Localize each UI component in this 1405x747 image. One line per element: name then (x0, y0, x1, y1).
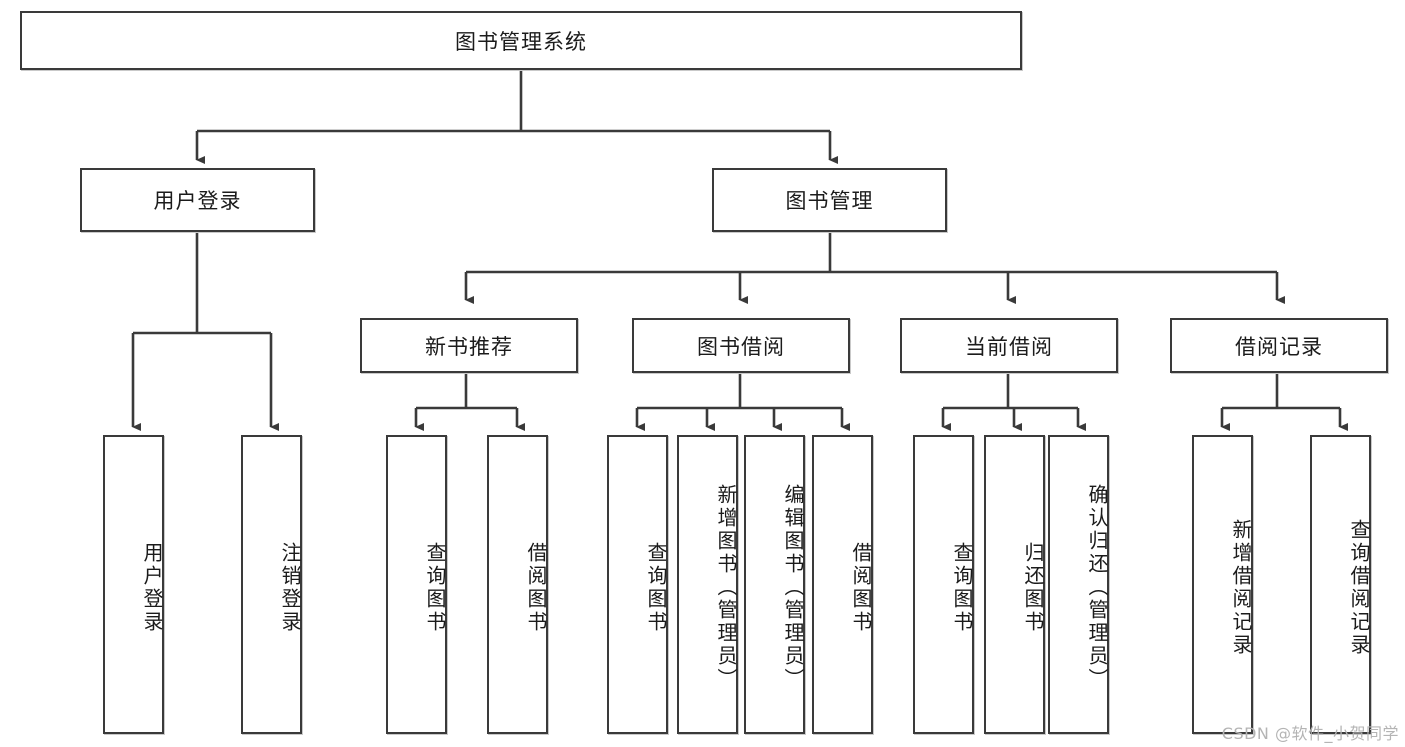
node-book-borrow[interactable]: 图书借阅 (632, 318, 850, 373)
leaf-current-borrow-confirm-return[interactable]: 确认归还（管理员） (1048, 435, 1109, 734)
leaf-label: 新增借阅记录 (1229, 518, 1253, 657)
node-root-system[interactable]: 图书管理系统 (20, 11, 1022, 70)
leaf-label: 查询图书 (644, 541, 668, 634)
leaf-user-login-login[interactable]: 用户登录 (103, 435, 164, 734)
leaf-current-borrow-return[interactable]: 归还图书 (984, 435, 1045, 734)
leaf-new-book-borrow[interactable]: 借阅图书 (487, 435, 548, 734)
leaf-label: 归还图书 (1021, 541, 1045, 634)
leaf-label: 查询借阅记录 (1347, 518, 1371, 657)
leaf-label: 查询图书 (423, 541, 447, 634)
node-current-borrow[interactable]: 当前借阅 (900, 318, 1118, 373)
leaf-label: 查询图书 (950, 541, 974, 634)
node-user-login[interactable]: 用户登录 (80, 168, 315, 232)
leaf-borrow-record-add[interactable]: 新增借阅记录 (1192, 435, 1253, 734)
leaf-user-login-logout[interactable]: 注销登录 (241, 435, 302, 734)
leaf-label: 借阅图书 (849, 541, 873, 634)
leaf-book-borrow-edit[interactable]: 编辑图书（管理员） (744, 435, 805, 734)
leaf-new-book-query[interactable]: 查询图书 (386, 435, 447, 734)
leaf-label: 确认归还（管理员） (1085, 484, 1109, 691)
node-book-management[interactable]: 图书管理 (712, 168, 947, 232)
leaf-label: 用户登录 (140, 541, 164, 634)
leaf-label: 借阅图书 (524, 541, 548, 634)
node-new-book-recommend[interactable]: 新书推荐 (360, 318, 578, 373)
leaf-book-borrow-query[interactable]: 查询图书 (607, 435, 668, 734)
leaf-label: 新增图书（管理员） (714, 484, 738, 691)
leaf-label: 注销登录 (278, 541, 302, 634)
leaf-label: 编辑图书（管理员） (781, 484, 805, 691)
leaf-book-borrow-add[interactable]: 新增图书（管理员） (677, 435, 738, 734)
leaf-current-borrow-query[interactable]: 查询图书 (913, 435, 974, 734)
leaf-book-borrow-borrow[interactable]: 借阅图书 (812, 435, 873, 734)
watermark: CSDN @软件_小贺同学 (1221, 724, 1399, 743)
leaf-borrow-record-query[interactable]: 查询借阅记录 (1310, 435, 1371, 734)
node-borrow-record[interactable]: 借阅记录 (1170, 318, 1388, 373)
